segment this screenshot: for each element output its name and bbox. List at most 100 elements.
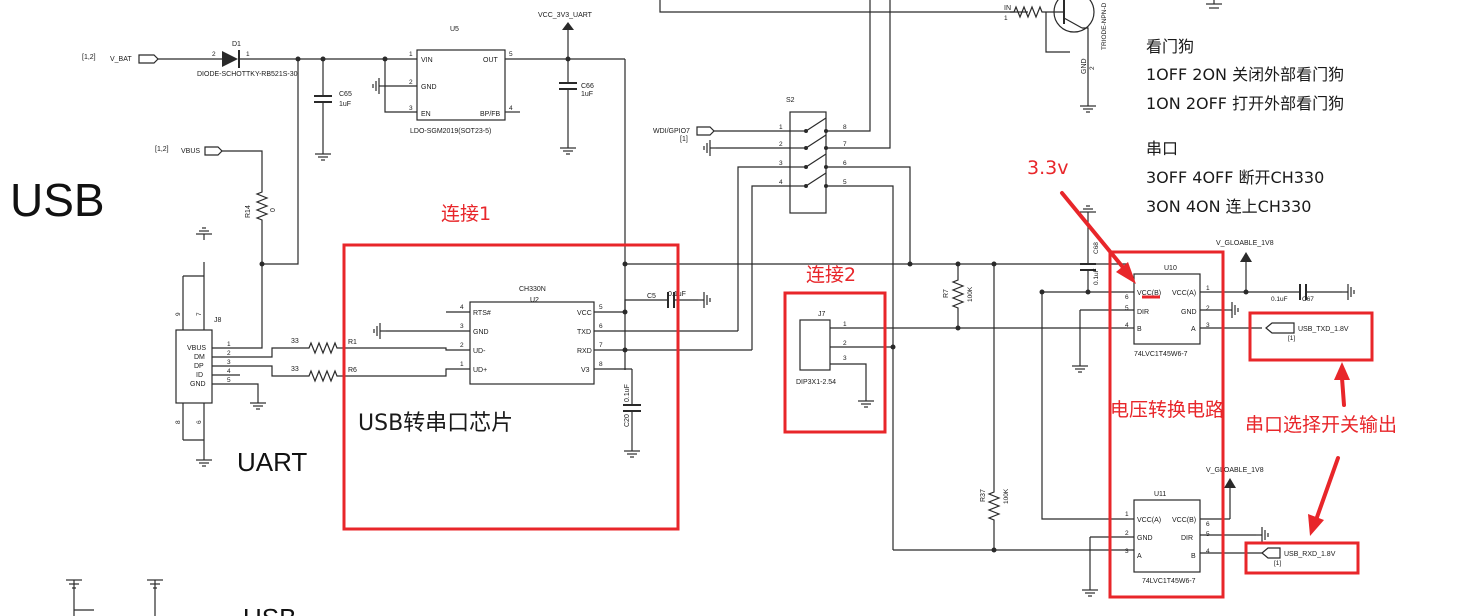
svg-text:3: 3	[460, 323, 464, 330]
svg-text:V3: V3	[581, 367, 590, 374]
vbat-net-port: [1,2] V_BAT	[82, 54, 159, 64]
jumper-j7: J7 DIP3X1-2.54 1 2 3	[796, 311, 847, 386]
arrow-txd	[1334, 362, 1350, 407]
svg-text:看门狗: 看门狗	[1146, 37, 1194, 56]
svg-text:8: 8	[175, 420, 182, 424]
svg-text:GND: GND	[473, 329, 489, 336]
svg-text:3: 3	[779, 160, 783, 167]
svg-text:VCC(B): VCC(B)	[1137, 290, 1161, 297]
svg-text:U10: U10	[1164, 265, 1177, 272]
svg-text:IN: IN	[1004, 5, 1011, 12]
svg-text:VCC_3V3_UART: VCC_3V3_UART	[538, 12, 593, 19]
svg-text:UD+: UD+	[473, 367, 487, 374]
svg-text:4: 4	[779, 179, 783, 186]
svg-text:VCC(A): VCC(A)	[1137, 517, 1161, 524]
vbat-ref: [1,2]	[82, 54, 96, 61]
annotation-box-connect2	[783, 291, 887, 434]
svg-text:R6: R6	[348, 367, 357, 374]
usb-heading: USB	[10, 174, 105, 226]
svg-text:33: 33	[291, 338, 299, 345]
resistor-r14: R14 0	[245, 187, 277, 225]
svg-text:C5: C5	[647, 293, 656, 300]
capacitor-c20: 0.1uF C20	[623, 369, 641, 458]
svg-text:[1,2]: [1,2]	[155, 146, 169, 153]
vcc-uart-power: VCC_3V3_UART	[538, 12, 593, 59]
annotation-box-connect1	[342, 243, 680, 531]
svg-text:5: 5	[509, 51, 513, 58]
svg-text:EN: EN	[421, 111, 431, 118]
svg-text:5: 5	[843, 179, 847, 186]
svg-text:C67: C67	[1302, 296, 1314, 303]
svg-text:2: 2	[460, 342, 464, 349]
svg-text:7: 7	[196, 312, 203, 316]
svg-text:1: 1	[1125, 511, 1129, 518]
svg-text:VBUS: VBUS	[187, 345, 206, 352]
svg-text:[1]: [1]	[680, 136, 688, 143]
svg-text:0.1uF: 0.1uF	[1093, 268, 1100, 285]
svg-text:R14: R14	[245, 205, 252, 218]
svg-text:100K: 100K	[967, 286, 974, 302]
annotation-3v3: 3.3v	[1027, 157, 1068, 179]
annotation-voltage-conv: 电压转换电路	[1110, 399, 1224, 421]
svg-text:3: 3	[227, 359, 231, 366]
resistor-r37: R37 100K	[980, 264, 1010, 550]
svg-text:2: 2	[409, 79, 413, 86]
svg-text:VCC(A): VCC(A)	[1172, 290, 1196, 297]
annotation-connect1: 连接1	[441, 203, 491, 225]
svg-text:VIN: VIN	[421, 57, 433, 64]
dip-switch-s2: S2 1 2 3 4 8 7 6 5	[779, 97, 847, 214]
svg-text:3: 3	[1125, 548, 1129, 555]
svg-text:6: 6	[1125, 294, 1129, 301]
svg-text:6: 6	[1206, 521, 1210, 528]
svg-text:TXD: TXD	[577, 329, 591, 336]
svg-text:CH330N: CH330N	[519, 286, 546, 293]
svg-text:2: 2	[779, 141, 783, 148]
svg-text:GND: GND	[421, 84, 437, 91]
svg-text:GND: GND	[1081, 58, 1088, 74]
svg-text:DM: DM	[194, 354, 205, 361]
svg-text:8: 8	[843, 124, 847, 131]
svg-text:R37: R37	[980, 489, 987, 502]
svg-text:0.1uF: 0.1uF	[1271, 296, 1288, 303]
svg-text:8: 8	[599, 361, 603, 368]
svg-text:C68: C68	[1093, 242, 1100, 254]
svg-text:GND: GND	[1137, 535, 1153, 542]
svg-text:DIR: DIR	[1181, 535, 1193, 542]
capacitor-c65: C65 1uF	[314, 59, 352, 161]
svg-text:1uF: 1uF	[581, 91, 593, 98]
svg-text:6: 6	[843, 160, 847, 167]
svg-text:[1]: [1]	[1274, 560, 1281, 567]
usb-txd-port: USB_TXD_1.8V [1]	[1265, 322, 1349, 342]
arrow-3v3	[1060, 191, 1136, 284]
svg-text:DIR: DIR	[1137, 309, 1149, 316]
capacitor-c5: C5 0.1uF	[624, 291, 711, 312]
svg-text:4: 4	[509, 105, 513, 112]
svg-text:U11: U11	[1154, 491, 1166, 498]
level-shifter-u11: U11 VCC(A) GND A VCC(B) DIR B 1 2 3 6 5 …	[1125, 491, 1210, 585]
capacitor-c67: 0.1uF C67	[1271, 283, 1355, 303]
svg-text:VCC: VCC	[577, 310, 592, 317]
svg-text:J7: J7	[818, 311, 826, 318]
capacitor-c66: C66 1uF	[559, 59, 594, 155]
svg-text:3OFF 4OFF 断开CH330: 3OFF 4OFF 断开CH330	[1146, 168, 1324, 187]
svg-text:GND: GND	[190, 381, 206, 388]
svg-text:3ON 4ON 连上CH330: 3ON 4ON 连上CH330	[1146, 197, 1311, 216]
svg-text:4: 4	[1206, 548, 1210, 555]
annotation-uart-switch-out: 串口选择开关输出	[1245, 414, 1397, 436]
svg-text:1: 1	[460, 361, 464, 368]
usb-rxd-port: USB_RXD_1.8V [1]	[1261, 547, 1336, 567]
j8-ref: J8	[214, 317, 222, 324]
uart-heading: UART	[237, 447, 307, 477]
svg-text:1uF: 1uF	[339, 101, 351, 108]
svg-text:6: 6	[599, 323, 603, 330]
svg-text:2: 2	[1125, 530, 1129, 537]
svg-text:U2: U2	[530, 297, 539, 304]
svg-text:5: 5	[1125, 305, 1129, 312]
svg-text:RTS#: RTS#	[473, 310, 491, 317]
svg-text:WDI/GPIO7: WDI/GPIO7	[653, 128, 690, 135]
svg-text:C66: C66	[581, 83, 594, 90]
svg-text:3: 3	[1206, 322, 1210, 329]
svg-text:1: 1	[1206, 285, 1210, 292]
svg-text:1: 1	[246, 51, 250, 58]
